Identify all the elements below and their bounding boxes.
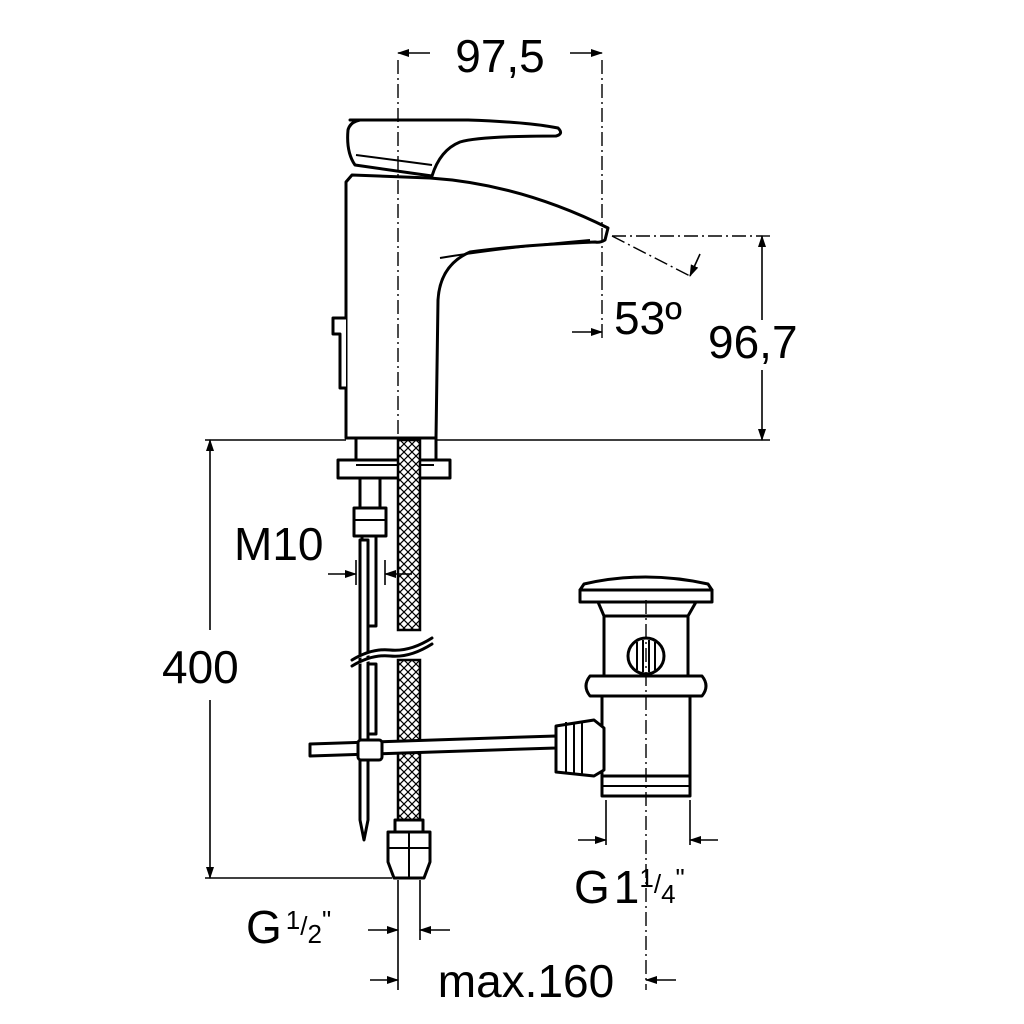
linkage-rod (308, 734, 558, 762)
side-button (331, 316, 348, 390)
base-washer (336, 458, 452, 480)
spout-edge (439, 239, 591, 259)
lever-handle (346, 118, 563, 178)
dim-label-top-width: 97,5 (455, 30, 545, 82)
waste-valve (554, 575, 714, 798)
base-collar (354, 436, 438, 462)
mixer-body (344, 173, 610, 440)
flexible-hose (386, 438, 432, 880)
dim-label-hose-length: 400 (162, 641, 239, 693)
spout-angle-line (611, 235, 691, 277)
break-line-1 (350, 636, 434, 662)
pull-rod (358, 538, 370, 842)
dim-label-spout-height: 96,7 (708, 316, 798, 368)
lever-seam (355, 154, 433, 166)
dim-arrow-angle (689, 253, 701, 277)
dim-label-spout-angle: 53º (614, 292, 682, 344)
dim-label-max-distance: max.160 (438, 955, 614, 1007)
break-line-2 (350, 642, 434, 668)
faucet-body (331, 118, 610, 480)
dim-label-waste-thread: G11/4" (574, 861, 685, 913)
dim-label-rod-thread: M10 (234, 518, 323, 570)
